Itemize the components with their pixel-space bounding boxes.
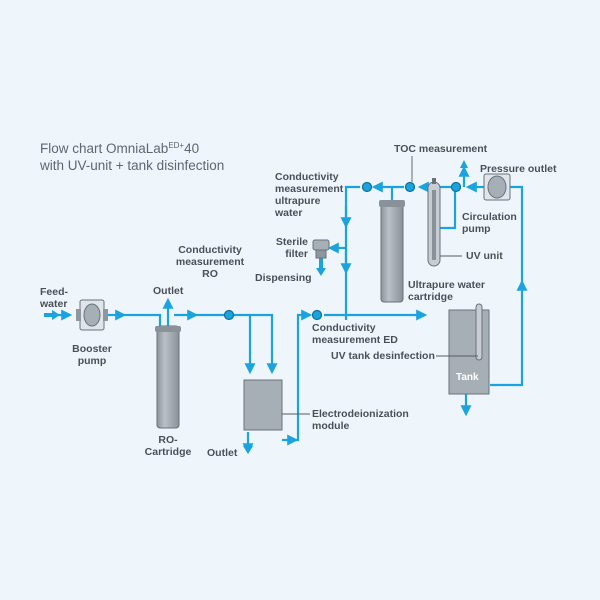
ro-cartridge: [155, 325, 181, 429]
tank-label: Tank: [456, 372, 479, 383]
drain-arrow-icon: [462, 408, 470, 416]
outlet-arrow-icon: [243, 446, 253, 454]
conductivity-ultrapure-sensor: [361, 181, 373, 193]
toc-sensor: [404, 181, 416, 193]
title-line-1: Flow chart OmniaLabED+40: [40, 141, 199, 156]
dispensing-arrow-icon: [316, 268, 326, 276]
ro-cartridge-label: RO-Cartridge: [145, 434, 192, 458]
feed-arrow-icon: [52, 310, 60, 320]
sterile-filter: [312, 239, 330, 259]
pipe-tank-return: [490, 279, 528, 387]
pipe-edi-up: [294, 309, 313, 442]
dispensing-arrow-shaft: [319, 258, 323, 268]
toc-measurement-label: TOC measurement: [394, 143, 488, 155]
pressure-outlet-arrow-icon: [460, 160, 468, 168]
uv-unit: [427, 178, 441, 267]
dispensing-label: Dispensing: [255, 272, 312, 284]
circulation-pump: [483, 173, 511, 201]
pipe-circ-up: [510, 185, 524, 284]
pressure-outlet-label: Pressure outlet: [480, 163, 557, 175]
booster-pump: [76, 299, 108, 331]
tank: [448, 303, 490, 395]
uv-unit-label: UV unit: [466, 250, 503, 262]
edi-module: [243, 379, 283, 431]
feed-water-label: Feed-water: [39, 286, 69, 310]
pipe-to-edi-right: [234, 313, 278, 375]
outlet-bottom-label: Outlet: [207, 447, 238, 459]
uv-tank-disinfection-label: UV tank desinfection: [331, 350, 435, 362]
conductivity-ro-sensor: [223, 309, 235, 321]
ultrapure-cartridge: [379, 200, 405, 303]
title-line-2: with UV-unit + tank disinfection: [39, 158, 224, 173]
pipe-to-ro: [122, 313, 162, 328]
pipe-ultrapure-down: [344, 185, 360, 320]
pipe-uv-loop: [440, 187, 457, 230]
outlet-top-label: Outlet: [153, 285, 184, 297]
conductivity-ed-sensor: [311, 309, 323, 321]
pressure-sensor: [450, 181, 462, 193]
feed-arrow-shaft: [44, 313, 54, 317]
